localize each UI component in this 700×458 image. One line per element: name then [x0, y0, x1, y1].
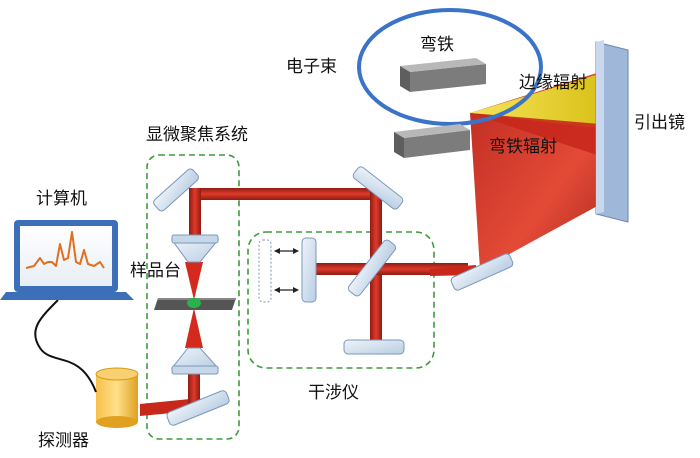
label-extraction-mirror: 引出镜: [634, 113, 685, 133]
mirror-motion-arrows: [274, 248, 299, 293]
bend-magnet-upper: [400, 58, 486, 92]
label-interferometer: 干涉仪: [308, 383, 359, 403]
computer: [0, 220, 134, 300]
radiation-cones: [470, 70, 612, 270]
label-microfocus-system: 显微聚焦系统: [146, 125, 248, 145]
lower-condenser: [170, 347, 220, 375]
mirror-bottom: [166, 390, 230, 426]
label-detector: 探测器: [38, 431, 89, 451]
sample-dot: [187, 298, 201, 308]
mirrors: [153, 166, 514, 426]
bend-magnet-lower: [394, 124, 470, 158]
label-sample-stage: 样品台: [130, 261, 181, 281]
detector: [95, 367, 139, 428]
microfocus-system-box: [146, 154, 240, 440]
label-bend-radiation: 弯铁辐射: [489, 137, 557, 157]
label-bend-magnet: 弯铁: [420, 35, 454, 55]
spectrum-plot: [25, 231, 105, 269]
moving-mirror: [301, 237, 317, 303]
label-edge-radiation: 边缘辐射: [519, 73, 587, 93]
sample-stage: [154, 298, 236, 310]
electron-beam-ring: [357, 8, 543, 126]
bend-radiation-cone: [470, 113, 612, 160]
moving-mirror-ghost: [258, 239, 272, 303]
interferometer-box: [247, 231, 435, 369]
mirror-top-right: [352, 166, 404, 210]
label-computer: 计算机: [36, 189, 87, 209]
upper-condenser: [171, 234, 220, 263]
edge-radiation-cone: [470, 70, 612, 130]
extraction-mirror: [595, 40, 629, 223]
beam-splitter: [347, 239, 397, 297]
mirror-exit: [450, 253, 514, 291]
label-electron-beam: 电子束: [286, 57, 337, 77]
detector-cable: [34, 299, 97, 393]
mirror-top-left: [153, 168, 199, 212]
fixed-mirror: [343, 339, 405, 355]
